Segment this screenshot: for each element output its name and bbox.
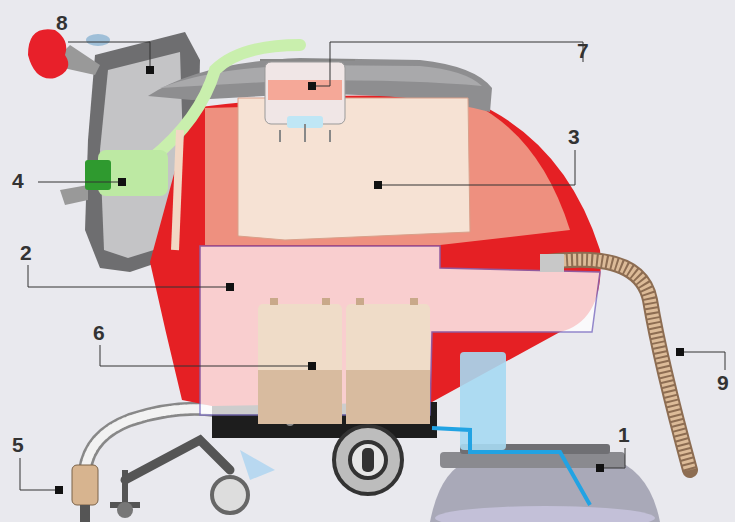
- main-wheel-axle: [362, 448, 374, 472]
- leader-marker: [226, 283, 234, 291]
- leader-lines: [20, 42, 725, 490]
- leader-marker: [374, 181, 382, 189]
- solution-hose: [150, 45, 300, 160]
- main-wheel-hub: [350, 442, 386, 478]
- main-wheel: [334, 426, 402, 494]
- leader-marker: [308, 362, 316, 370]
- battery-lower: [258, 370, 342, 424]
- leader-marker: [146, 66, 154, 74]
- caster-wheel: [212, 477, 248, 513]
- filter-column: [460, 352, 506, 450]
- leader-line: [100, 345, 312, 366]
- squeegee-coupling: [72, 465, 98, 505]
- callout-number: 2: [20, 242, 32, 263]
- leader-marker: [676, 348, 684, 356]
- vacuum-motor-pipe: [260, 60, 355, 142]
- battery-lower: [346, 370, 430, 424]
- vacuum-motor-band: [268, 80, 342, 100]
- recovery-hose: [548, 260, 690, 470]
- leader-marker: [596, 464, 604, 472]
- battery: [258, 304, 342, 424]
- water-line: [432, 428, 590, 505]
- leader-line: [680, 352, 725, 370]
- callout-number: 5: [12, 434, 24, 455]
- handle-lever: [60, 185, 88, 205]
- leader-line: [312, 42, 583, 86]
- leader-marker: [55, 486, 63, 494]
- battery-terminal: [356, 298, 364, 305]
- leader-line: [28, 265, 230, 287]
- brush-disc: [435, 506, 655, 522]
- battery: [346, 304, 430, 424]
- leader-marker: [118, 178, 126, 186]
- callout-number: 6: [93, 322, 105, 343]
- handle-grip: [28, 29, 68, 78]
- vacuum-motor: [265, 62, 345, 124]
- battery-terminal: [410, 298, 418, 305]
- hose-cuff: [540, 254, 564, 272]
- drain-hose: [175, 130, 180, 250]
- leader-line: [68, 42, 150, 70]
- leader-line: [378, 150, 575, 185]
- squeegee-foot: [80, 505, 90, 522]
- handle-knob: [86, 34, 110, 46]
- caster-bracket: [240, 450, 275, 480]
- callout-number: 3: [568, 126, 580, 147]
- leader-markers: [55, 66, 684, 494]
- solution-valve-cap: [85, 160, 111, 190]
- leader-line: [38, 182, 120, 183]
- leader-marker: [308, 82, 316, 90]
- recovery-hose-rib: [548, 260, 690, 470]
- leader-line: [20, 458, 55, 490]
- callout-number: 8: [56, 12, 68, 33]
- callout-number: 7: [577, 40, 589, 61]
- callout-number: 9: [717, 372, 729, 393]
- callout-number: 4: [12, 170, 24, 191]
- battery-terminal: [322, 298, 330, 305]
- squeegee-wheel: [117, 502, 133, 518]
- battery-terminal: [270, 298, 278, 305]
- squeegee-arm: [125, 440, 230, 480]
- callout-number: 1: [618, 424, 630, 445]
